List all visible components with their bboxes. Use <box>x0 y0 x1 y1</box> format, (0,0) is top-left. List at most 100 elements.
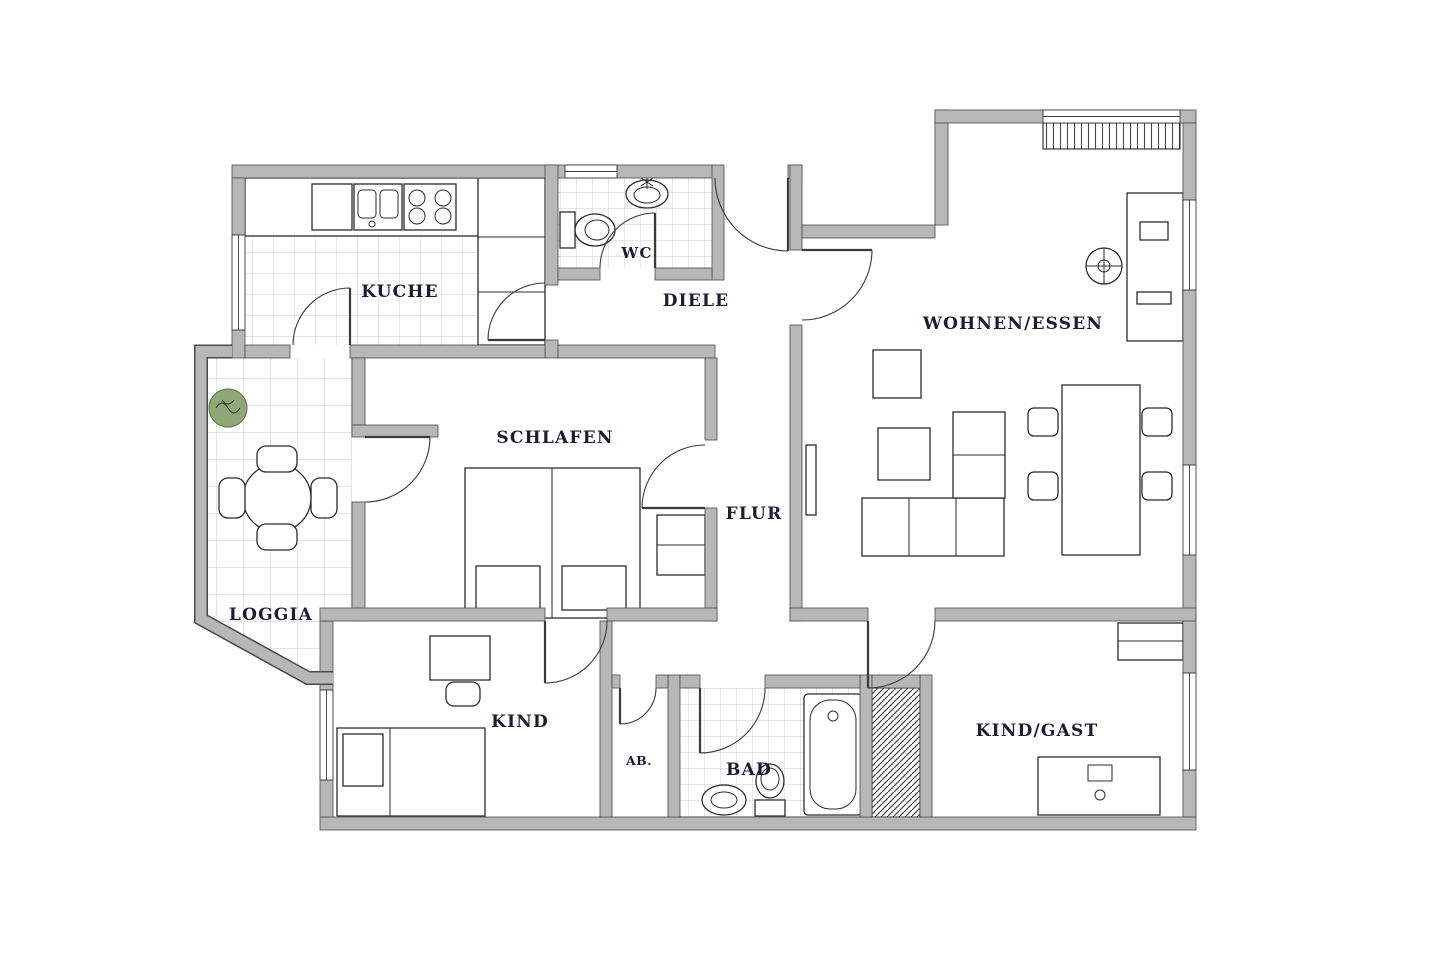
door-abstell <box>618 687 657 725</box>
window-wohnen-right-upper <box>1182 199 1197 291</box>
doors <box>292 177 936 754</box>
kind-desk <box>429 635 491 681</box>
burner-icon <box>408 189 426 207</box>
room-label-kueche: KUCHE <box>361 282 439 302</box>
wall <box>611 674 621 689</box>
wall <box>654 267 713 281</box>
wall <box>231 164 716 179</box>
door-kind <box>543 620 608 684</box>
wall <box>351 357 366 426</box>
kindgast-dresser-drawer <box>1087 764 1113 782</box>
wall <box>351 424 439 438</box>
wc-toilet-tank <box>559 211 576 249</box>
wall <box>704 357 718 441</box>
wall <box>349 344 546 359</box>
furniture-schlafen <box>464 467 706 619</box>
bad-sink <box>701 784 747 816</box>
loggia-chair <box>256 445 298 473</box>
bad-toilet-inner <box>760 767 780 791</box>
wall <box>789 324 803 622</box>
windows <box>231 109 1197 781</box>
loggia-parapet <box>195 346 333 684</box>
wall <box>557 267 601 281</box>
room-label-schlafen: SCHLAFEN <box>496 428 613 448</box>
window-kueche-left <box>231 234 246 331</box>
bathtub-drain <box>827 710 839 722</box>
dining-chair <box>1141 407 1173 437</box>
wall <box>319 779 334 818</box>
door-bad <box>698 687 766 754</box>
kindgast-dresser <box>1037 756 1161 816</box>
side-table <box>872 349 922 399</box>
wall <box>655 674 669 689</box>
dining-chair <box>1141 471 1173 501</box>
room-label-abstell: AB. <box>625 753 652 768</box>
wall <box>789 607 869 622</box>
radiator <box>1042 122 1181 150</box>
wall <box>599 620 613 818</box>
wall <box>934 109 949 226</box>
shaft-hatch <box>871 687 921 818</box>
loggia-chair <box>310 477 338 519</box>
bed-pillow <box>475 565 541 611</box>
wall <box>557 344 716 359</box>
wall <box>667 674 681 818</box>
plant-leaves <box>215 399 241 414</box>
room-diele-floor <box>558 280 790 345</box>
room-label-flur: FLUR <box>726 504 783 524</box>
furniture-kindgast <box>1037 622 1184 816</box>
dining-table <box>1061 384 1141 556</box>
kitchen-sink <box>353 183 403 231</box>
window-wohnen-right-lower <box>1182 464 1197 556</box>
door-kueche-diele <box>487 282 546 342</box>
door-diele-wohnen <box>801 248 873 321</box>
furniture-loggia <box>208 388 338 551</box>
window-wc-top <box>564 164 618 179</box>
sink-basin <box>357 189 377 219</box>
room-label-wohnen: WOHNEN/ESSEN <box>922 314 1103 334</box>
kitchen-cabinet-column <box>477 177 546 346</box>
kind-chair <box>445 681 481 707</box>
entrance-door <box>714 177 790 252</box>
burner-icon <box>434 189 452 207</box>
bathtub-inner <box>809 699 857 810</box>
dishwasher <box>311 183 353 231</box>
wall <box>544 164 559 286</box>
desk-monitor <box>1139 221 1169 241</box>
room-label-diele: DIELE <box>663 291 730 311</box>
dining-chair <box>1027 471 1059 501</box>
room-labels: KUCHE WC DIELE WOHNEN/ESSEN SCHLAFEN FLU… <box>229 244 1103 780</box>
furniture-wc <box>559 175 669 249</box>
stove <box>403 183 457 231</box>
bed-pillow <box>561 565 627 611</box>
wall <box>704 507 718 622</box>
sideboard <box>805 444 817 516</box>
door-schlafen-flur <box>641 444 706 510</box>
wall <box>319 816 1197 831</box>
bad-sink-bowl <box>710 791 738 809</box>
coffee-table <box>877 427 931 481</box>
wall <box>934 607 1197 622</box>
loggia-chair <box>218 477 246 519</box>
wc-toilet-inner <box>584 219 610 241</box>
wall <box>801 224 936 239</box>
room-label-bad: BAD <box>726 760 772 780</box>
wall <box>244 344 291 359</box>
wall <box>319 607 546 622</box>
kind-bed-pillow <box>342 733 384 787</box>
burner-icon <box>408 207 426 225</box>
burner-icon <box>434 207 452 225</box>
furniture-bad <box>701 693 863 817</box>
room-abstell-floor <box>612 688 668 817</box>
wall <box>231 329 246 359</box>
door-kueche-loggia <box>292 287 352 346</box>
wall <box>919 674 933 818</box>
window-kindgast-right <box>1182 672 1197 771</box>
door-wc <box>599 212 657 269</box>
loggia-chair <box>256 523 298 551</box>
room-label-kindgast: KIND/GAST <box>976 721 1099 741</box>
desk <box>1126 192 1184 342</box>
sink-drainer <box>379 189 399 219</box>
room-label-kind: KIND <box>491 712 549 732</box>
